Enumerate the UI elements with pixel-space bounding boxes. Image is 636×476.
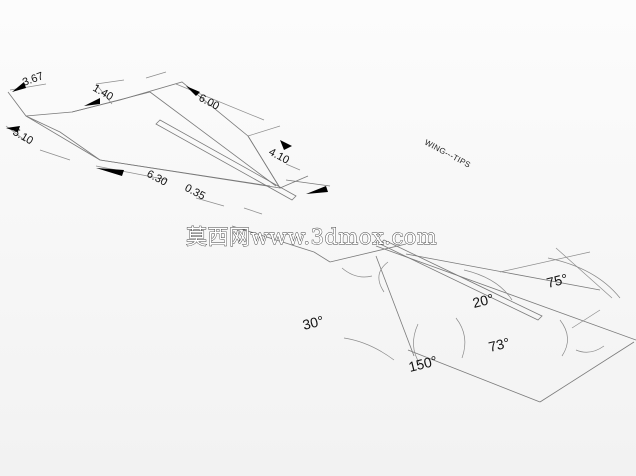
- ext-line: [243, 207, 263, 215]
- watermark-text: 莫西网www.3dmox.com: [186, 225, 437, 249]
- lower-slot: [379, 239, 543, 321]
- upper-tip-edge: [247, 135, 281, 189]
- angle-75: 75°: [545, 270, 569, 291]
- upper-tip-line-2: [285, 179, 331, 187]
- arc-30: [343, 337, 395, 361]
- lower-edge-bottom: [407, 349, 541, 403]
- lower-connector: [231, 225, 315, 253]
- arrowhead: [306, 186, 328, 194]
- lower-ext-line: [499, 251, 591, 273]
- arrowhead: [12, 82, 26, 92]
- lower-edge-top: [375, 245, 636, 341]
- arc-small: [341, 267, 373, 278]
- lower-ext-line: [571, 309, 601, 329]
- angle-150: 150°: [407, 352, 439, 375]
- arc-75: [547, 257, 621, 299]
- arrowhead: [186, 86, 200, 96]
- lower-wing-angles: 75° 20° 30° 73° 150°: [231, 225, 636, 403]
- angle-73: 73°: [487, 334, 511, 355]
- dim-4-10: 4.10: [267, 146, 292, 167]
- dim-0-35: 0.35: [183, 182, 208, 203]
- arc-small-3: [575, 345, 605, 353]
- upper-outline: [7, 81, 281, 189]
- arrowhead: [280, 140, 292, 150]
- dim-1-40: 1.40: [91, 82, 116, 103]
- arrowhead: [96, 168, 124, 176]
- ext-line: [285, 163, 301, 171]
- drawing-label-wing-tips: WING---TIPS: [423, 138, 472, 170]
- arc-small-2: [378, 261, 389, 293]
- ext-line: [195, 197, 225, 207]
- ext-line: [95, 83, 113, 105]
- upper-ext-line: [247, 125, 281, 137]
- arc-150: [413, 323, 421, 365]
- ext-line: [95, 165, 169, 181]
- angle-20: 20°: [471, 290, 495, 311]
- lower-ext-line: [555, 247, 613, 299]
- upper-trailing-edge: [99, 159, 271, 187]
- arrowhead: [6, 126, 20, 132]
- ext-line: [95, 79, 125, 85]
- upper-wing-plan: 3.67 1.40 6.00 5.10 4.10 6.30 0.35: [5, 70, 331, 215]
- lower-edge-upper: [329, 243, 407, 263]
- upper-root-edge: [25, 115, 101, 161]
- upper-tip-line: [279, 175, 309, 189]
- lower-edge-left: [375, 255, 415, 357]
- lower-edge-right: [539, 341, 635, 403]
- ext-line: [39, 149, 71, 161]
- upper-spar-line: [149, 91, 277, 187]
- arc-73-left: [455, 317, 466, 359]
- ext-line: [145, 71, 167, 79]
- upper-leading-edge: [71, 91, 151, 113]
- arc-20: [463, 269, 513, 301]
- dim-5-10: 5.10: [11, 126, 36, 147]
- dim-6-30: 6.30: [145, 168, 170, 189]
- dim-6-00: 6.00: [197, 92, 222, 113]
- lower-edge-stub: [313, 251, 331, 263]
- lower-edge-mid: [405, 253, 601, 291]
- angle-30: 30°: [301, 312, 325, 333]
- upper-slot: [155, 119, 297, 201]
- arc-73-right: [559, 319, 568, 357]
- arrowhead: [84, 98, 100, 106]
